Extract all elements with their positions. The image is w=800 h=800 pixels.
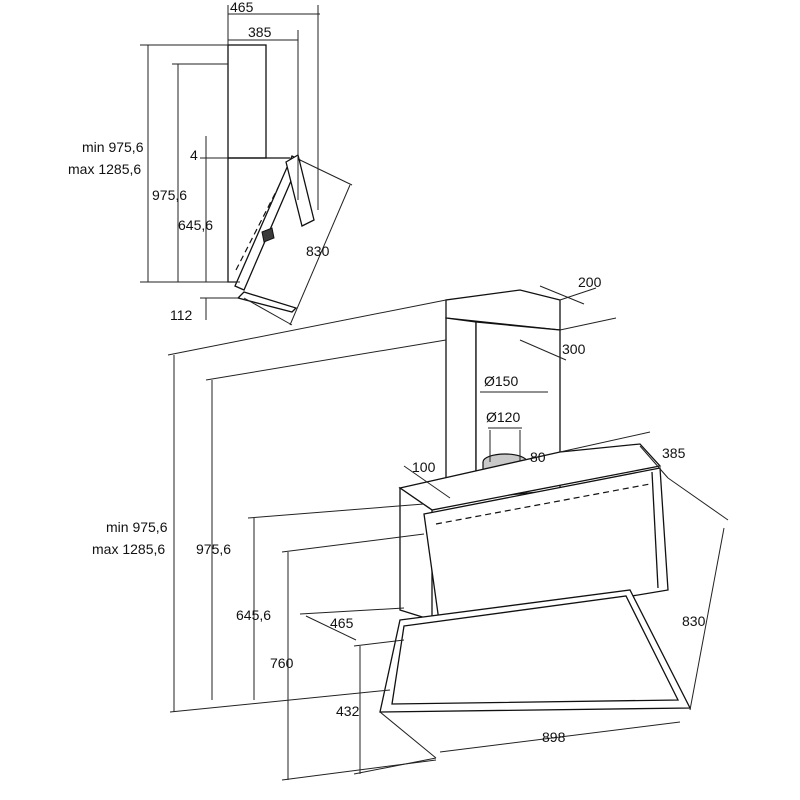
side-upper-flap [285,154,315,227]
side-lower-panel [236,291,298,313]
label-385: 385 [248,24,272,40]
dim-830-ext-top [299,159,353,186]
label-duct-150: Ø150 [484,373,518,389]
label-975-front: 975,6 [196,541,231,557]
dim-385-line [639,445,669,479]
dim-432-ext [353,639,405,647]
label-min: min 975,6 [82,139,144,155]
dim-base-front-ext [169,689,391,713]
side-chimney [227,44,267,159]
dim-830-ext-bottom [243,297,293,326]
chimney-left-face [445,317,477,499]
hood-lower-inner [391,595,680,705]
dim-760-front-ext [281,533,425,553]
dim-minmax-front-ext [167,299,447,356]
label-465: 465 [230,0,254,15]
dim-975-front-ext [205,339,447,381]
label-830-front: 830 [682,613,706,629]
side-view: 465 385 min 975,6 max 1285,6 4 975,6 645… [68,0,353,326]
dim-100-line [403,465,451,499]
dim-830-line [289,184,351,326]
label-385-front: 385 [662,445,686,461]
label-100: 100 [412,459,436,475]
label-80: 80 [530,449,546,465]
label-898-front: 898 [542,729,566,745]
dim-830-front-ext [667,477,729,521]
dim-300-ext [559,317,617,331]
label-duct-120: Ø120 [486,409,520,425]
dim-385-ext [559,431,651,453]
label-112: 112 [170,307,193,323]
hood-glass-side [651,471,659,589]
label-645: 645,6 [178,217,213,233]
label-4: 4 [190,147,198,163]
label-465-front: 465 [330,615,354,631]
label-760-front: 760 [270,655,294,671]
side-body [227,158,238,283]
front-view: 200 300 Ø150 Ø120 80 100 385 min 975,6 m… [92,274,729,781]
label-975: 975,6 [152,187,187,203]
label-min-front: min 975,6 [106,519,168,535]
label-max: max 1285,6 [68,161,141,177]
dim-465-front-line [305,615,357,641]
label-max-front: max 1285,6 [92,541,165,557]
label-645-front: 645,6 [236,607,271,623]
hood-glass-dash [435,483,651,525]
dim-300-line [519,339,567,361]
label-830: 830 [306,243,330,259]
hood-left-face [399,486,433,621]
label-300: 300 [562,341,586,357]
dim-465-front-ext [299,607,405,615]
hood-front-drop [379,711,437,759]
dim-898-line [439,721,681,753]
label-200: 200 [578,274,602,290]
hood-glass-panel [423,467,669,629]
side-handle [261,227,275,243]
dim-432-bottom-ext [353,757,437,775]
dim-830-front-line [689,527,725,711]
dim-645-front-ext [247,503,425,519]
label-432-front: 432 [336,703,360,719]
dim-200-ext [559,287,597,301]
dim-200-line [539,285,585,305]
